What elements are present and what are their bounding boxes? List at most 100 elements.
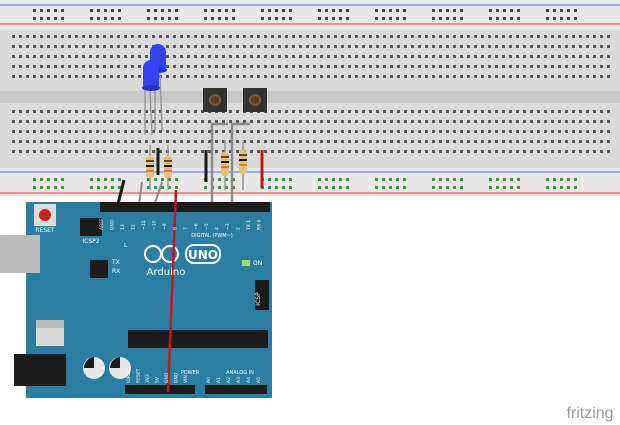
breadboard-hole — [243, 75, 246, 78]
breadboard-hole — [411, 55, 414, 58]
breadboard-hole — [264, 120, 267, 123]
breadboard-hole — [211, 17, 214, 20]
breadboard-hole — [593, 120, 596, 123]
breadboard-hole — [145, 150, 148, 153]
pin-label: ~10 — [152, 220, 158, 230]
breadboard-hole — [159, 120, 162, 123]
breadboard-hole — [124, 110, 127, 113]
breadboard-hole — [299, 35, 302, 38]
breadboard-hole — [180, 65, 183, 68]
breadboard-hole — [432, 17, 435, 20]
breadboard-hole — [285, 120, 288, 123]
breadboard-hole — [222, 140, 225, 143]
breadboard-hole — [89, 55, 92, 58]
breadboard-hole — [278, 65, 281, 68]
breadboard-hole — [327, 120, 330, 123]
push-button-2 — [243, 88, 267, 112]
breadboard-hole — [40, 65, 43, 68]
breadboard-hole — [383, 45, 386, 48]
breadboard-hole — [97, 186, 100, 189]
breadboard-hole — [389, 9, 392, 12]
breadboard-hole — [355, 140, 358, 143]
breadboard-hole — [236, 45, 239, 48]
breadboard-hole — [275, 17, 278, 20]
breadboard-hole — [173, 130, 176, 133]
pin-label: IOREF — [126, 369, 132, 383]
breadboard-hole — [453, 75, 456, 78]
breadboard-hole — [180, 150, 183, 153]
breadboard-hole — [474, 140, 477, 143]
breadboard-hole — [313, 140, 316, 143]
breadboard-hole — [306, 140, 309, 143]
breadboard-hole — [236, 35, 239, 38]
breadboard-hole — [396, 186, 399, 189]
breadboard-hole — [173, 150, 176, 153]
breadboard-hole — [369, 130, 372, 133]
breadboard-hole — [292, 130, 295, 133]
breadboard-hole — [334, 140, 337, 143]
breadboard-hole — [19, 120, 22, 123]
breadboard-hole — [327, 55, 330, 58]
breadboard-hole — [348, 65, 351, 68]
breadboard-hole — [389, 17, 392, 20]
breadboard-hole — [222, 35, 225, 38]
breadboard-hole — [376, 35, 379, 38]
breadboard-hole — [61, 140, 64, 143]
breadboard-hole — [375, 178, 378, 181]
breadboard-hole — [432, 178, 435, 181]
breadboard-hole — [488, 35, 491, 38]
pin-label: ~9 — [162, 223, 168, 230]
breadboard-hole — [346, 186, 349, 189]
breadboard-hole — [593, 55, 596, 58]
breadboard-hole — [546, 9, 549, 12]
breadboard-hole — [208, 45, 211, 48]
breadboard-hole — [516, 110, 519, 113]
breadboard-hole — [362, 55, 365, 58]
breadboard-hole — [439, 35, 442, 38]
breadboard-hole — [285, 55, 288, 58]
breadboard-hole — [118, 178, 121, 181]
breadboard-hole — [341, 75, 344, 78]
breadboard-hole — [530, 55, 533, 58]
breadboard-hole — [61, 45, 64, 48]
breadboard-hole — [318, 9, 321, 12]
breadboard-hole — [560, 178, 563, 181]
breadboard-hole — [600, 110, 603, 113]
breadboard-hole — [355, 45, 358, 48]
breadboard-hole — [339, 9, 342, 12]
led-2 — [142, 60, 160, 136]
breadboard-hole — [404, 35, 407, 38]
breadboard-hole — [161, 17, 164, 20]
breadboard-hole — [82, 120, 85, 123]
breadboard-hole — [481, 120, 484, 123]
breadboard-hole — [544, 45, 547, 48]
breadboard-hole — [509, 55, 512, 58]
breadboard-hole — [313, 35, 316, 38]
breadboard-hole — [467, 110, 470, 113]
breadboard-hole — [390, 130, 393, 133]
breadboard-hole — [289, 9, 292, 12]
breadboard-hole — [600, 65, 603, 68]
breadboard-hole — [215, 65, 218, 68]
breadboard-hole — [187, 65, 190, 68]
breadboard-hole — [47, 120, 50, 123]
digital-header — [100, 202, 270, 212]
breadboard-hole — [96, 150, 99, 153]
breadboard-hole — [145, 140, 148, 143]
breadboard-hole — [579, 35, 582, 38]
breadboard-hole — [383, 140, 386, 143]
breadboard-hole — [147, 178, 150, 181]
breadboard-hole — [218, 178, 221, 181]
breadboard-hole — [90, 17, 93, 20]
fritzing-watermark: fritzing — [566, 405, 613, 422]
breadboard-hole — [439, 140, 442, 143]
breadboard-hole — [348, 45, 351, 48]
breadboard-hole — [264, 140, 267, 143]
breadboard-hole — [453, 35, 456, 38]
breadboard-hole — [418, 55, 421, 58]
breadboard-hole — [453, 65, 456, 68]
breadboard-hole — [61, 17, 64, 20]
breadboard-hole — [397, 140, 400, 143]
breadboard-hole — [411, 140, 414, 143]
breadboard-hole — [509, 140, 512, 143]
